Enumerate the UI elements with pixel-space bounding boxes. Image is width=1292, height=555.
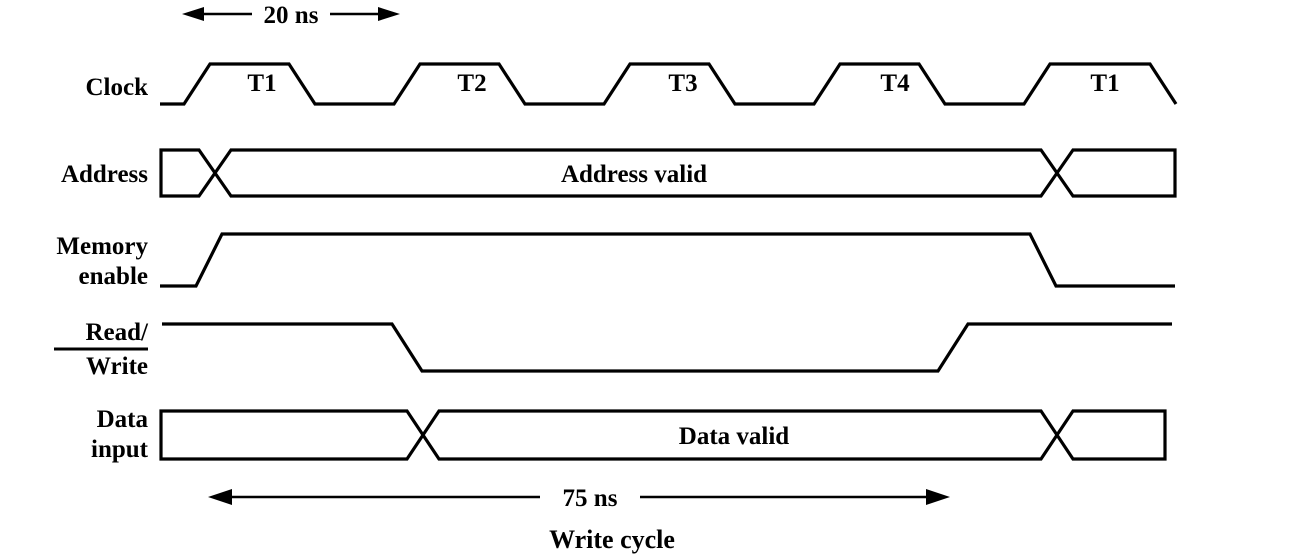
read-write-waveform xyxy=(162,322,1172,373)
clock-cycle-label-t1-b: T1 xyxy=(1090,70,1119,97)
signal-row-memory-enable: Memory enable xyxy=(56,232,1175,290)
signal-label-memory-enable-line2: enable xyxy=(79,263,148,290)
signal-label-data-input-line2: input xyxy=(91,436,149,463)
signal-row-data-input: Data input Data valid xyxy=(91,406,1167,463)
signal-label-data-input-line1: Data xyxy=(97,406,149,433)
signal-label-clock: Clock xyxy=(86,74,149,101)
dimension-75ns-label: 75 ns xyxy=(563,485,618,512)
address-valid-text: Address valid xyxy=(561,161,707,188)
dimension-20ns-right-arrowhead xyxy=(378,7,400,21)
dimension-75ns-right-arrowhead xyxy=(926,489,950,505)
clock-cycle-label-t3: T3 xyxy=(668,70,697,97)
signal-row-clock: Clock T1 T2 T3 T4 T1 xyxy=(86,62,1178,106)
address-invalid-leading xyxy=(159,148,217,198)
signal-row-address: Address Address valid xyxy=(61,148,1177,198)
data-input-valid-text: Data valid xyxy=(679,423,790,450)
signal-label-address: Address xyxy=(61,161,148,188)
clock-waveform xyxy=(160,62,1178,106)
signal-label-read-write-line1: Read/ xyxy=(86,319,150,346)
dimension-75ns: 75 ns xyxy=(208,485,950,512)
dimension-20ns-label: 20 ns xyxy=(264,2,319,29)
clock-cycle-label-t1-a: T1 xyxy=(247,70,276,97)
dimension-20ns-left-arrowhead xyxy=(182,7,204,21)
dimension-20ns: 20 ns xyxy=(182,2,400,29)
address-invalid-trailing xyxy=(1055,148,1177,198)
data-input-invalid-trailing xyxy=(1055,409,1167,461)
clock-cycle-label-t2: T2 xyxy=(457,70,486,97)
figure-caption: Write cycle xyxy=(549,525,675,554)
dimension-75ns-left-arrowhead xyxy=(208,489,232,505)
signal-row-read-write: Read/ Write xyxy=(54,319,1172,380)
memory-enable-waveform xyxy=(160,232,1175,288)
data-input-invalid-leading xyxy=(159,409,425,461)
signal-label-read-write-line2: Write xyxy=(86,353,148,380)
clock-cycle-label-t4: T4 xyxy=(880,70,910,97)
signal-label-memory-enable-line1: Memory xyxy=(56,233,148,260)
